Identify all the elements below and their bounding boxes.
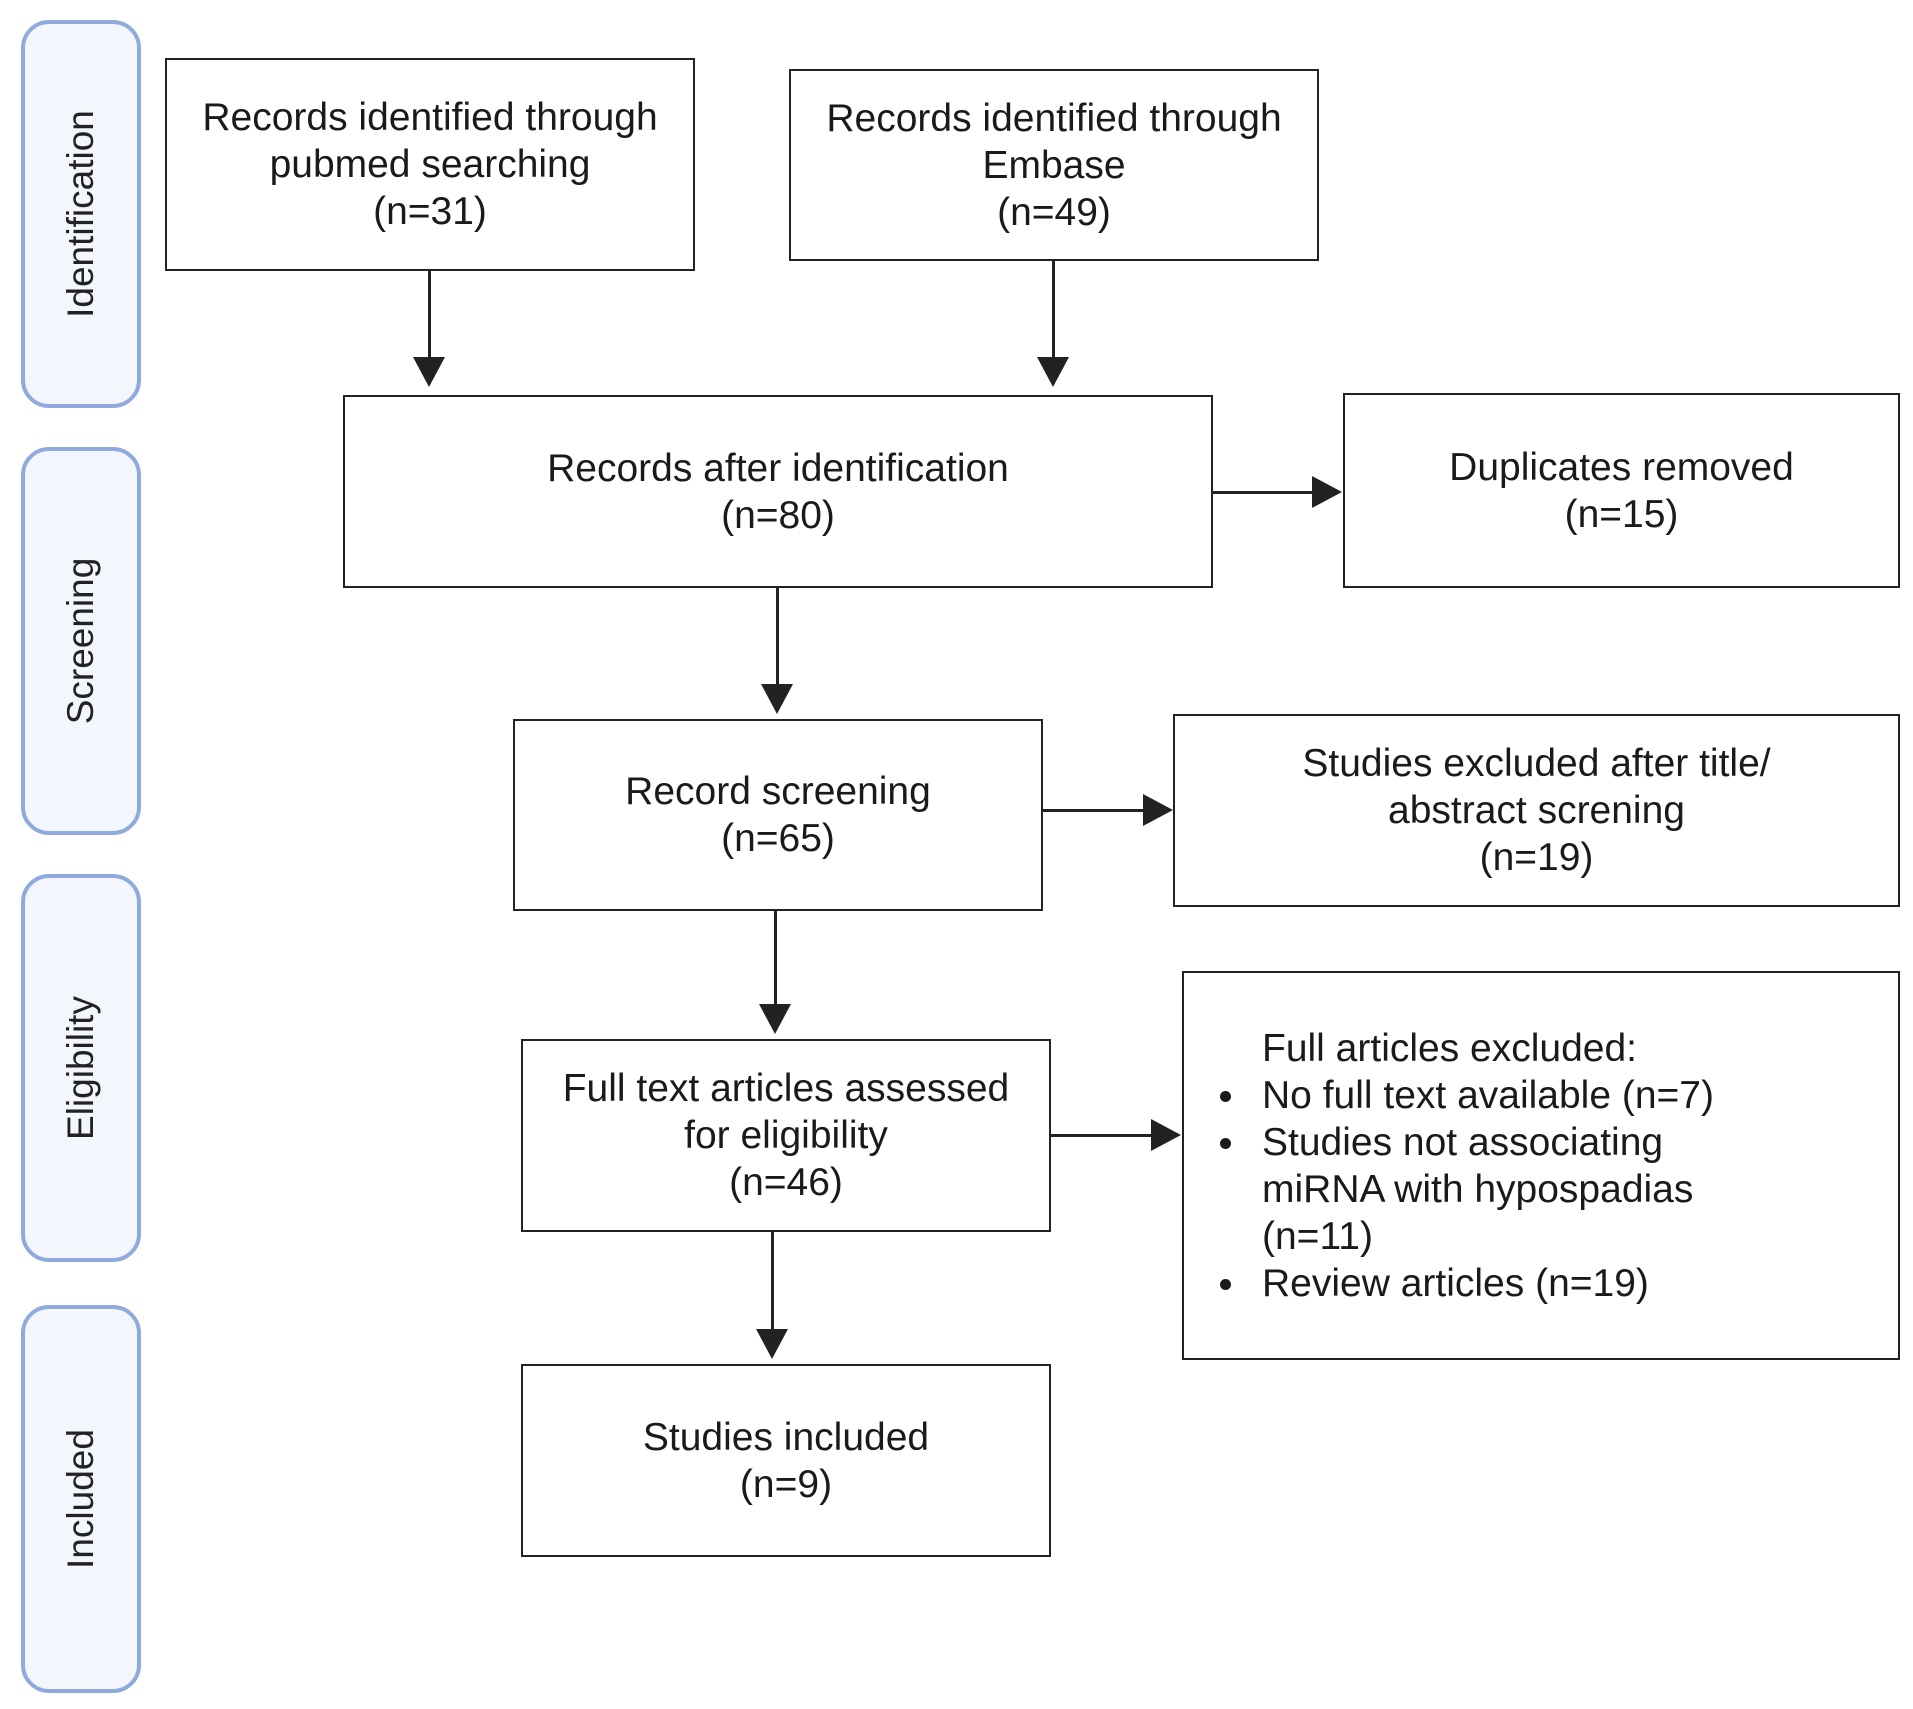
box-count: (n=31): [373, 190, 487, 233]
box-studies-excluded-title-abstract: Studies excluded after title/ abstract s…: [1173, 714, 1900, 907]
box-count: (n=80): [721, 493, 835, 537]
box-line: Records identified through: [826, 96, 1282, 140]
box-line: Records after identification: [547, 446, 1009, 490]
box-line: Record screening: [625, 770, 931, 813]
stage-label: Screening: [60, 557, 101, 725]
box-line: Studies included: [642, 1415, 930, 1459]
box-studies-included: Studies included (n=9): [521, 1364, 1051, 1557]
stage-label: Identification: [60, 110, 101, 318]
box-count: (n=15): [1564, 492, 1679, 536]
exclusion-item: No full text available (n=7): [1220, 1072, 1742, 1119]
stage-eligibility: Eligibility: [21, 874, 141, 1262]
box-count: (n=49): [997, 190, 1111, 234]
box-records-after-identification: Records after identification (n=80): [343, 395, 1213, 588]
box-count: (n=65): [721, 817, 835, 860]
exclusion-item: Studies not associating miRNA with hypos…: [1220, 1119, 1742, 1260]
box-full-articles-excluded: Full articles excluded: No full text ava…: [1182, 971, 1900, 1360]
box-line: Embase: [982, 143, 1126, 187]
stage-label: Eligibility: [60, 996, 101, 1140]
box-line: Duplicates removed: [1449, 445, 1794, 489]
exclusion-list: No full text available (n=7) Studies not…: [1220, 1072, 1742, 1307]
stage-included: Included: [21, 1305, 141, 1693]
stage-screening: Screening: [21, 447, 141, 835]
box-line: pubmed searching: [269, 143, 591, 186]
box-record-screening: Record screening (n=65): [513, 719, 1043, 911]
exclusion-heading: Full articles excluded:: [1262, 1026, 1637, 1070]
stage-identification: Identification: [21, 20, 141, 408]
box-line: for eligibility: [684, 1114, 888, 1157]
box-full-text-assessed: Full text articles assessed for eligibil…: [521, 1039, 1051, 1232]
box-pubmed-records: Records identified through pubmed search…: [165, 58, 695, 271]
box-count: (n=9): [739, 1462, 833, 1506]
box-count: (n=46): [729, 1161, 843, 1204]
exclusion-item: Review articles (n=19): [1220, 1260, 1742, 1307]
box-line: Full text articles assessed: [562, 1067, 1010, 1110]
box-duplicates-removed: Duplicates removed (n=15): [1343, 393, 1900, 588]
box-embase-records: Records identified through Embase (n=49): [789, 69, 1319, 261]
box-line: abstract screning: [1388, 789, 1685, 832]
box-line: Studies excluded after title/: [1302, 742, 1771, 785]
box-line: Records identified through: [202, 96, 658, 139]
stage-label: Included: [60, 1429, 101, 1569]
box-count: (n=19): [1479, 836, 1594, 879]
